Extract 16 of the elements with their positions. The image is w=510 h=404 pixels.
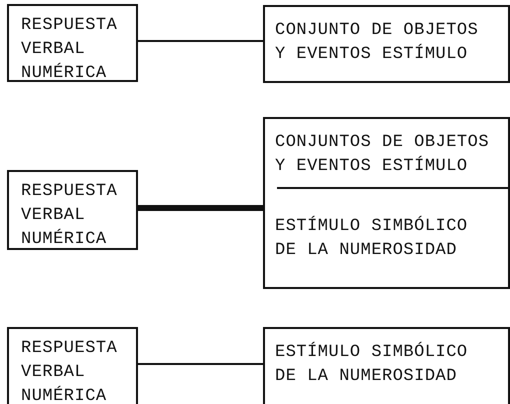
connector-line: [138, 40, 263, 42]
stimulus-box: [263, 117, 510, 289]
box-text: RESPUESTA VERBAL NUMÉRICA: [21, 338, 118, 404]
box-text: RESPUESTA VERBAL NUMÉRICA: [21, 15, 118, 85]
response-box: [7, 327, 138, 404]
box-text: CONJUNTOS DE OBJETOS Y EVENTOS ESTÍMULO: [275, 132, 490, 178]
stimulus-box: [263, 5, 510, 83]
connector-line: [138, 363, 263, 365]
box-text: ESTÍMULO SIMBÓLICO DE LA NUMEROSIDAD: [275, 215, 469, 262]
thick-connector-line: [138, 205, 263, 211]
box-text: CONJUNTO DE OBJETOS Y EVENTOS ESTÍMULO: [275, 20, 480, 66]
box-text: RESPUESTA VERBAL NUMÉRICA: [21, 181, 118, 251]
stimulus-box: [263, 327, 510, 404]
box-text: ESTÍMULO SIMBÓLICO DE LA NUMEROSIDAD: [275, 341, 469, 388]
response-box: [7, 4, 138, 82]
response-box: [7, 170, 138, 250]
